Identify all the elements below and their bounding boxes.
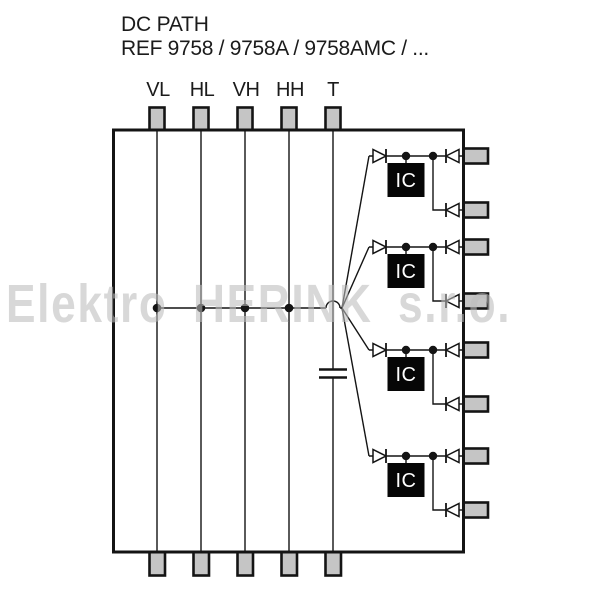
bus-junctions [152,303,294,313]
diode-symbol [372,148,388,164]
bottom-port-5 [324,550,343,577]
top-port-hl [192,106,210,132]
ic-chip [387,163,425,197]
bottom-ports [148,550,343,577]
fan-wire-2 [341,246,370,309]
junction-dot [284,303,294,313]
diagram-title: DC PATH [121,13,209,36]
port-label-hl: HL [189,79,215,101]
fan-wire-4 [341,307,370,457]
port-label-vh: VH [232,79,260,101]
fan-wire-1 [341,155,370,309]
top-port-vl [148,106,166,132]
ic-label: IC [396,470,417,492]
junction-dot [196,303,206,313]
ic-label: IC [396,170,417,192]
ic-label: IC [396,364,417,386]
ic-chip [387,463,425,497]
diode-symbol [372,448,388,464]
ic-group-2 [369,239,464,309]
capacitor-symbol [319,368,347,379]
diode-symbol [444,239,460,255]
port-label-hh: HH [276,79,304,101]
ic-chip [387,254,425,288]
port-label-t: T [327,79,339,101]
top-port-vh [236,106,254,132]
diode-symbol [444,148,460,164]
ic-chip [387,357,425,391]
branch-wire [432,247,446,302]
diode-symbol [444,342,460,358]
junction-dot [240,303,250,313]
diagram-subtitle: REF 9758 / 9758A / 9758AMC / ... [121,37,429,60]
right-ports [462,147,490,519]
ic-group-1 [369,148,464,218]
right-port-8 [462,501,490,519]
diode-symbol [372,342,388,358]
branch-wire [432,156,446,211]
junction-dot [152,303,162,313]
diode-symbol [372,239,388,255]
diode-symbol [444,448,460,464]
fan-wire-3 [341,307,370,351]
bottom-port-1 [148,550,167,577]
ic-group-4 [369,448,464,518]
ic-group-3 [369,342,464,412]
ic-label: IC [396,261,417,283]
branch-wire [432,350,446,405]
right-port-4 [462,292,490,310]
top-port-hh [280,106,298,132]
bottom-port-3 [236,550,255,577]
right-port-6 [462,395,490,413]
right-port-5 [462,341,490,359]
bottom-port-4 [280,550,299,577]
wire-crossover [325,300,341,309]
right-port-2 [462,201,490,219]
right-port-7 [462,447,490,465]
title-block: DC PATH REF 9758 / 9758A / 9758AMC / ... [121,13,429,61]
top-port-t [324,106,342,132]
right-port-3 [462,238,490,256]
input-wires [156,130,334,552]
right-port-1 [462,147,490,165]
branch-wire [432,456,446,511]
top-ports [148,106,342,132]
bottom-port-2 [192,550,211,577]
port-label-vl: VL [146,79,170,101]
